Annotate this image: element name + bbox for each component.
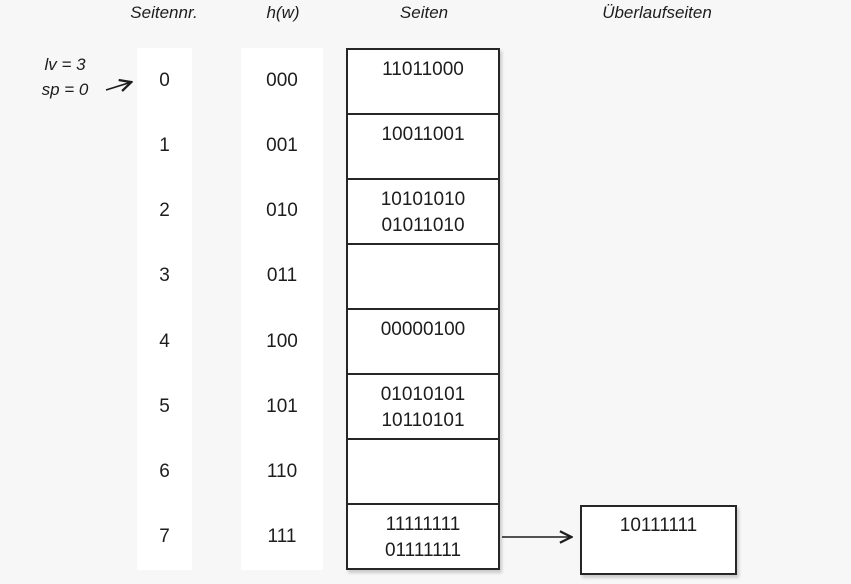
annotation-sp: sp = 0 xyxy=(41,80,89,99)
bucket-cell-0: 11011000 xyxy=(348,50,498,113)
annotation-arrow xyxy=(105,83,130,91)
hash-label: 011 xyxy=(266,265,298,287)
bucket-cell-3 xyxy=(348,243,498,308)
bucket-cell-4: 00000100 xyxy=(348,308,498,373)
pageno-label: 1 xyxy=(159,134,170,156)
annotation-lv: lv = 3 xyxy=(44,55,86,74)
hash-column: 000 001 010 011 100 101 110 111 xyxy=(241,48,323,570)
column-header-ueberlaufseiten: Überlaufseiten xyxy=(602,3,712,22)
hash-label: 111 xyxy=(267,526,297,548)
pageno-label: 4 xyxy=(159,330,170,352)
pageno-label: 0 xyxy=(159,69,170,91)
hash-label: 001 xyxy=(266,134,298,156)
bucket-value: 00000100 xyxy=(380,319,466,340)
bucket-value: 10011001 xyxy=(381,124,465,145)
bucket-value: 10110101 xyxy=(381,410,465,431)
pageno-label: 6 xyxy=(159,461,170,483)
bucket-value: 01011010 xyxy=(381,215,465,236)
bucket-cell-7: 11111111 01111111 xyxy=(348,503,498,568)
pageno-label: 2 xyxy=(159,200,170,222)
hash-label: 100 xyxy=(266,330,298,352)
pageno-label: 3 xyxy=(159,265,170,287)
hash-label: 110 xyxy=(266,461,298,483)
column-header-seiten: Seiten xyxy=(399,3,449,22)
bucket-value: 11011000 xyxy=(382,59,464,80)
bucket-value: 10101010 xyxy=(380,189,466,210)
bucket-cell-5: 01010101 10110101 xyxy=(348,373,498,438)
column-header-hw: h(w) xyxy=(266,3,300,22)
bucket-value: 01111111 xyxy=(384,540,462,561)
hash-label: 010 xyxy=(266,200,298,222)
overflow-value: 10111111 xyxy=(619,515,698,536)
pageno-label: 7 xyxy=(159,526,170,548)
bucket-cell-1: 10011001 xyxy=(348,113,498,178)
annotation-lv-sp: lv = 3 sp = 0 xyxy=(22,52,108,102)
pages-box: 11011000 10011001 10101010 01011010 0000… xyxy=(346,48,500,570)
pageno-label: 5 xyxy=(159,395,170,417)
hash-label: 000 xyxy=(266,69,298,91)
pageno-column: 0 1 2 3 4 5 6 7 xyxy=(137,48,192,570)
bucket-value: 11111111 xyxy=(385,514,461,535)
hash-label: 101 xyxy=(266,395,298,417)
bucket-value: 01010101 xyxy=(380,384,466,405)
column-header-seitennr: Seitennr. xyxy=(130,3,198,22)
bucket-cell-2: 10101010 01011010 xyxy=(348,178,498,243)
bucket-cell-6 xyxy=(348,438,498,503)
overflow-page-box: 10111111 xyxy=(580,505,737,575)
